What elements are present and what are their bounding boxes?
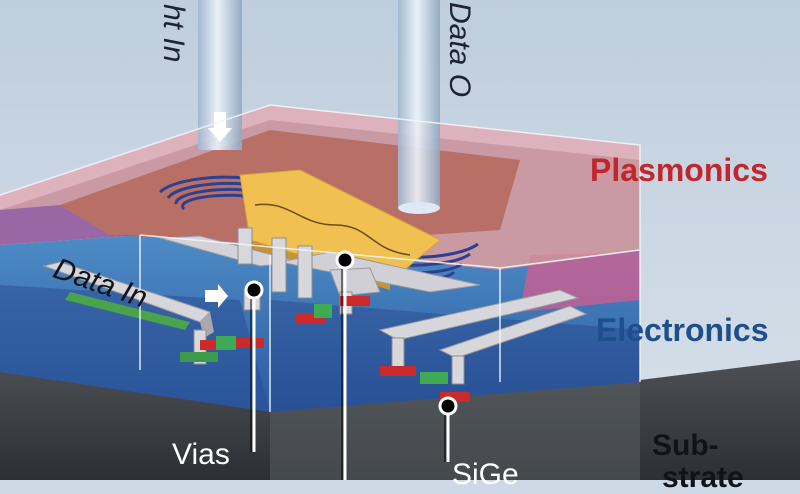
substrate-label-line1: Sub- — [652, 429, 719, 462]
electronics-label: Electronics — [596, 312, 769, 348]
substrate-label-line2: strate — [662, 461, 744, 494]
light-in-label: ht In — [157, 4, 190, 63]
callout-leader-shadows — [250, 260, 446, 480]
waveguide-signal-line — [254, 203, 411, 256]
callout-dots — [244, 250, 458, 416]
transistor-right — [380, 366, 470, 402]
plasmonics-top-edge — [0, 105, 640, 210]
data-out-beam-end — [398, 202, 440, 214]
transistor-center — [296, 296, 370, 324]
device-diagram — [0, 0, 800, 480]
substrate-front-face — [270, 380, 640, 480]
plasmonics-left-edge — [0, 205, 140, 245]
data-out-beam — [398, 0, 440, 208]
sige-label: SiGe — [452, 458, 519, 491]
data-out-label: Data O — [443, 2, 476, 98]
plasmonics-label: Plasmonics — [590, 152, 768, 188]
grating-coupler-left — [158, 175, 246, 211]
transistor-left — [65, 292, 264, 362]
vias-label: Vias — [172, 438, 230, 471]
data-in-arrow-icon — [205, 284, 228, 308]
cutaway-outline — [0, 104, 641, 412]
